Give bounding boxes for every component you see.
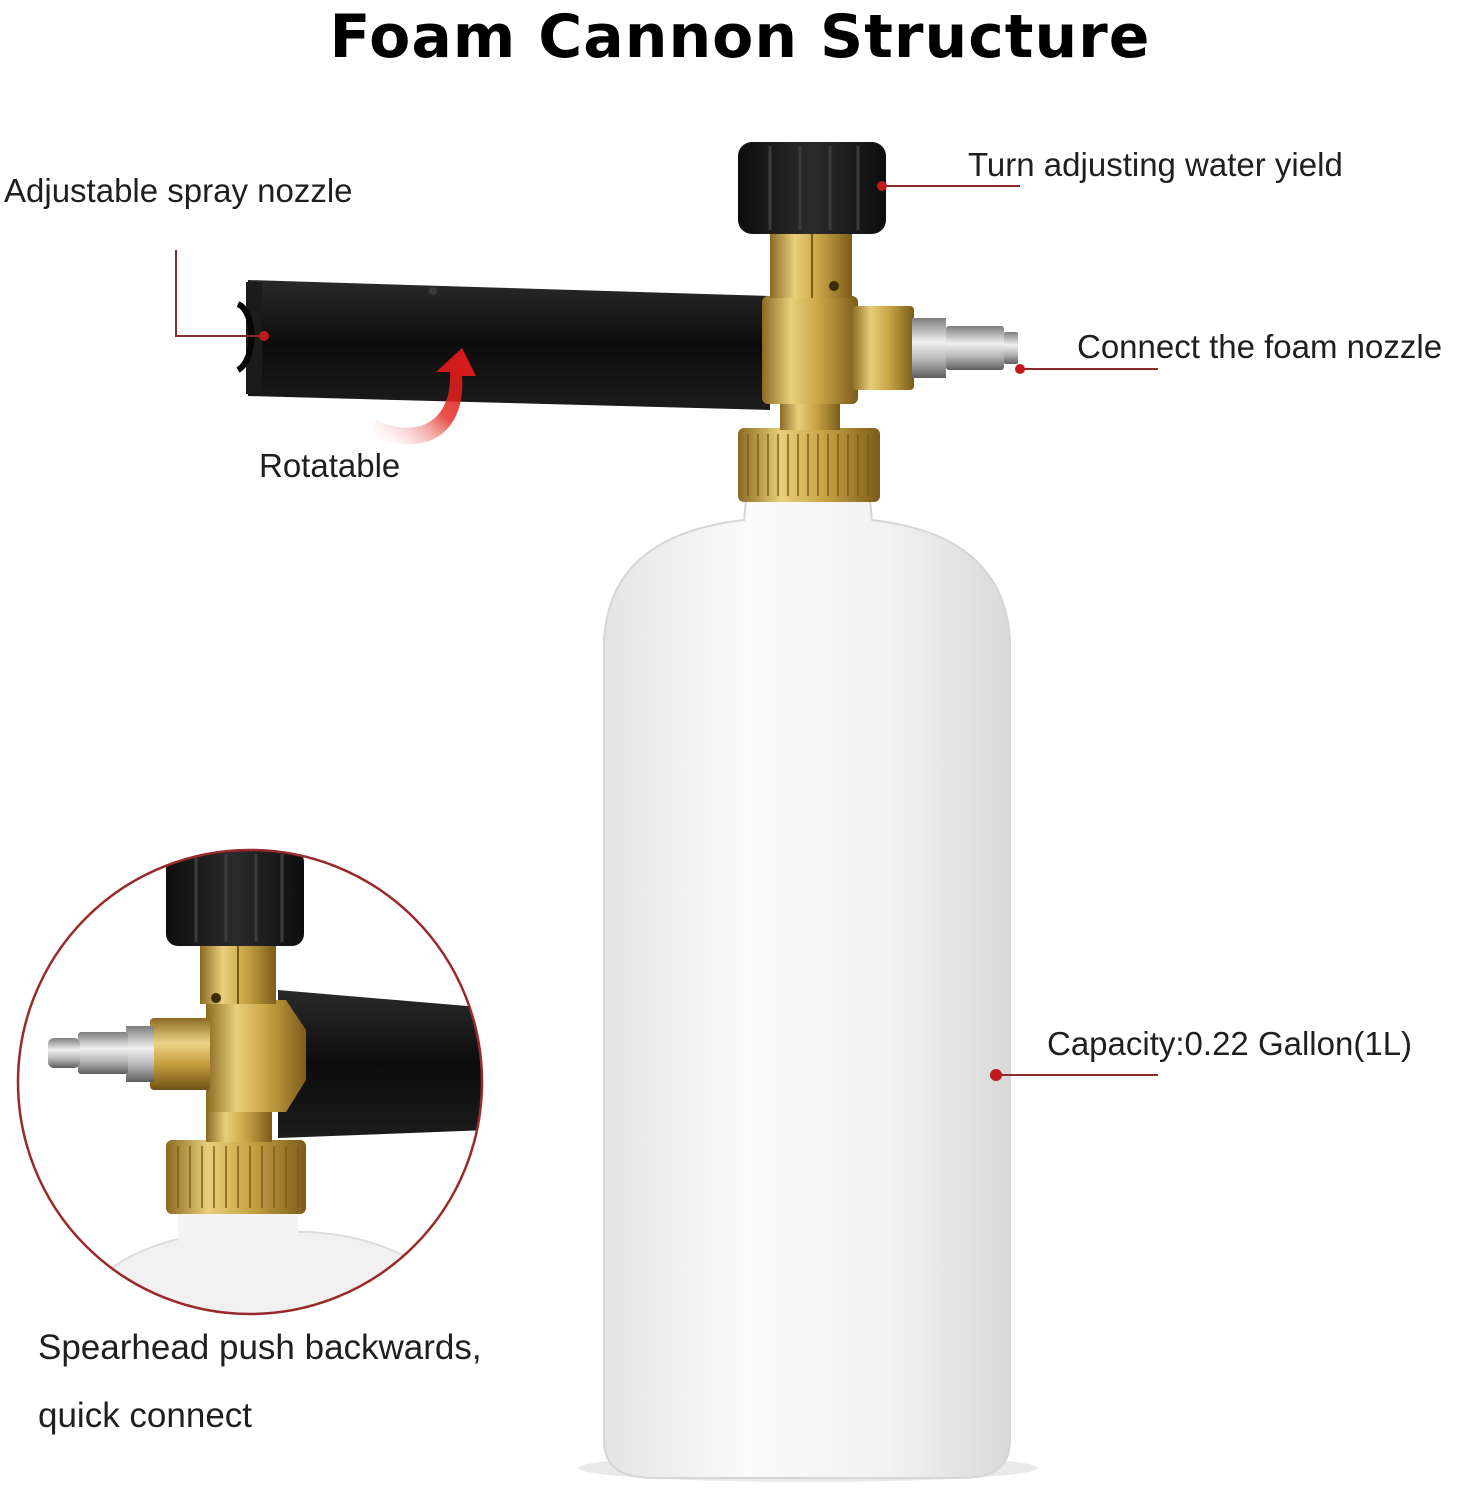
brass-bottle-cap: [738, 396, 880, 502]
label-connect-foam-nozzle: Connect the foam nozzle: [1077, 328, 1443, 365]
label-turn-adjusting-water-yield: Turn adjusting water yield: [968, 146, 1343, 183]
page-title: Foam Cannon Structure: [329, 2, 1151, 72]
callout-foam-nozzle: [1015, 364, 1158, 374]
label-spearhead-line1: Spearhead push backwards,: [38, 1328, 482, 1367]
bottle: [578, 499, 1038, 1482]
label-spearhead-line2: quick connect: [38, 1396, 253, 1435]
label-capacity: Capacity:0.22 Gallon(1L): [1047, 1025, 1413, 1062]
rotate-arrow-icon: [370, 348, 476, 445]
label-rotatable: Rotatable: [259, 447, 401, 484]
brass-body: [762, 222, 914, 404]
label-adjustable-spray-nozzle: Adjustable spray nozzle: [4, 172, 353, 209]
callout-spray-nozzle: [175, 250, 269, 341]
adjusting-knob: [738, 142, 886, 234]
quick-connect-fitting: [912, 318, 1018, 378]
callout-water-yield: [877, 181, 1020, 191]
callout-capacity: [990, 1069, 1158, 1081]
spray-tube: [236, 280, 770, 410]
inset-detail: [16, 848, 484, 1316]
